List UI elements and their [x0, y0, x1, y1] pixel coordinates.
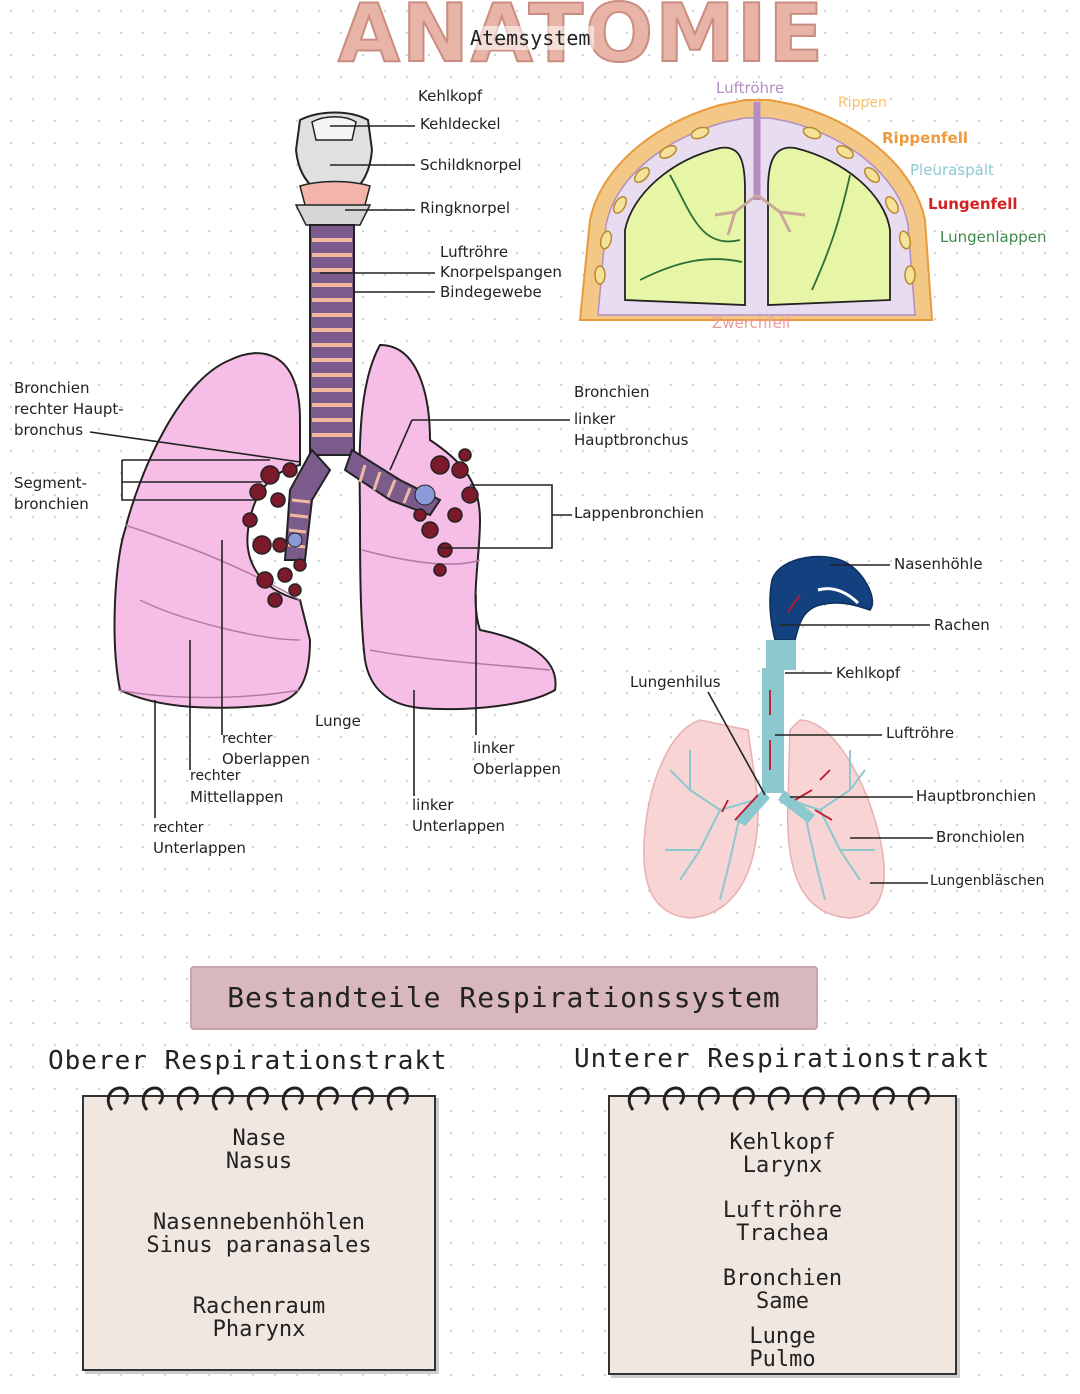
label-linker: linker: [574, 410, 616, 428]
label-r-unter-2: Unterlappen: [153, 839, 246, 857]
upper-item-3-lat: Pharynx: [212, 1317, 306, 1343]
aw-label-luftroehre: Luftröhre: [886, 724, 955, 742]
cs-label-lungenfell: Lungenfell: [928, 195, 1018, 213]
aw-label-kehlkopf: Kehlkopf: [836, 664, 901, 682]
label-r-unter-1: rechter: [153, 820, 204, 836]
cross-section-diagram: [578, 99, 934, 321]
label-kehldeckel: Kehldeckel: [420, 115, 501, 133]
cs-label-zwerchfell: Zwerchfell: [712, 314, 791, 332]
label-l-unter-2: Unterlappen: [412, 817, 505, 835]
aw-label-lungenhilus: Lungenhilus: [630, 673, 721, 691]
label-bronchien-left: Bronchien: [574, 383, 650, 401]
lower-item-2-de: Luftröhre: [722, 1198, 843, 1223]
upper-item-1-de: Nase: [232, 1126, 286, 1151]
label-bronchus: bronchus: [14, 421, 84, 439]
upper-item-1-lat: Nasus: [225, 1149, 293, 1175]
lungs-diagram: [89, 111, 572, 818]
label-hauptbronchus: Hauptbronchus: [574, 431, 689, 449]
page-subtitle: Atemsystem: [466, 26, 595, 50]
lower-item-4: Lunge Pulmo: [610, 1325, 955, 1371]
label-knorpelspangen: Knorpelspangen: [440, 263, 562, 281]
upper-item-2: Nasennebenhöhlen Sinus paranasales: [84, 1211, 434, 1257]
lower-notepad-spiral: [627, 1086, 930, 1111]
label-r-ober-1: rechter: [222, 731, 273, 747]
cs-label-rippenfell: Rippenfell: [882, 129, 969, 147]
lower-item-2-lat: Trachea: [736, 1221, 829, 1247]
upper-tract-notepad: Nase Nasus Nasennebenhöhlen Sinus parana…: [82, 1095, 436, 1371]
label-lunge: Lunge: [315, 712, 361, 730]
lower-tract-notepad: Kehlkopf Larynx Luftröhre Trachea Bronch…: [608, 1095, 957, 1375]
anatomy-illustrations: [89, 99, 934, 919]
label-lappenbronchien: Lappenbronchien: [574, 504, 705, 522]
label-rechter-haupt: rechter Haupt-: [14, 400, 124, 418]
label-segment: Segment-: [14, 474, 87, 492]
trachea-shape: [309, 224, 355, 456]
cs-label-lungenlappen: Lungenlappen: [940, 228, 1047, 246]
label-l-ober-2: Oberlappen: [473, 760, 561, 778]
lower-tract-heading: Unterer Respirationstrakt: [574, 1044, 991, 1074]
lower-item-1-de: Kehlkopf: [729, 1130, 836, 1155]
label-l-unter-1: linker: [412, 796, 454, 814]
cs-label-luftroehre: Luftröhre: [716, 79, 785, 97]
label-bronchien-right: Bronchien: [14, 379, 90, 397]
upper-item-2-lat: Sinus paranasales: [146, 1233, 372, 1259]
upper-item-3-de: Rachenraum: [192, 1294, 326, 1319]
aw-label-nasenhoehle: Nasenhöhle: [894, 555, 983, 573]
summary-banner: Bestandteile Respirationssystem: [190, 966, 818, 1030]
label-r-mittel-1: rechter: [190, 768, 241, 784]
aw-label-bronchiolen: Bronchiolen: [936, 828, 1025, 846]
label-luftroehre: Luftröhre: [440, 243, 509, 261]
upper-notepad-spiral: [106, 1086, 409, 1111]
label-bindegewebe: Bindegewebe: [440, 283, 542, 301]
aw-label-lungenblaeschen: Lungenbläschen: [930, 873, 1045, 889]
left-lung: [358, 343, 557, 711]
upper-item-1: Nase Nasus: [84, 1127, 434, 1173]
lower-item-3-lat: Same: [756, 1289, 809, 1315]
lower-item-4-de: Lunge: [749, 1324, 816, 1349]
lower-item-4-lat: Pulmo: [749, 1347, 816, 1373]
label-r-ober-2: Oberlappen: [222, 750, 310, 768]
label-schildknorpel: Schildknorpel: [420, 156, 522, 174]
cs-label-rippen: Rippen: [838, 95, 887, 111]
upper-tract-heading: Oberer Respirationstrakt: [48, 1046, 448, 1076]
airway-diagram: [643, 555, 933, 919]
label-r-mittel-2: Mittellappen: [190, 788, 284, 806]
lower-item-1: Kehlkopf Larynx: [610, 1131, 955, 1177]
upper-item-2-de: Nasennebenhöhlen: [153, 1210, 365, 1235]
right-lung: [113, 352, 312, 709]
lower-item-3-de: Bronchien: [722, 1266, 843, 1291]
lower-item-2: Luftröhre Trachea: [610, 1199, 955, 1245]
lower-item-1-lat: Larynx: [742, 1153, 823, 1179]
aw-label-hauptbronchien: Hauptbronchien: [916, 787, 1037, 805]
aw-label-rachen: Rachen: [934, 616, 990, 634]
cs-label-pleuraspalt: Pleuraspalt: [910, 161, 994, 179]
label-ringknorpel: Ringknorpel: [420, 199, 511, 217]
lower-item-3: Bronchien Same: [610, 1267, 955, 1313]
label-segment-bronchien: bronchien: [14, 495, 89, 513]
label-l-ober-1: linker: [473, 739, 515, 757]
summary-banner-text: Bestandteile Respirationssystem: [227, 981, 781, 1014]
upper-item-3: Rachenraum Pharynx: [84, 1295, 434, 1341]
label-kehlkopf: Kehlkopf: [418, 87, 483, 105]
